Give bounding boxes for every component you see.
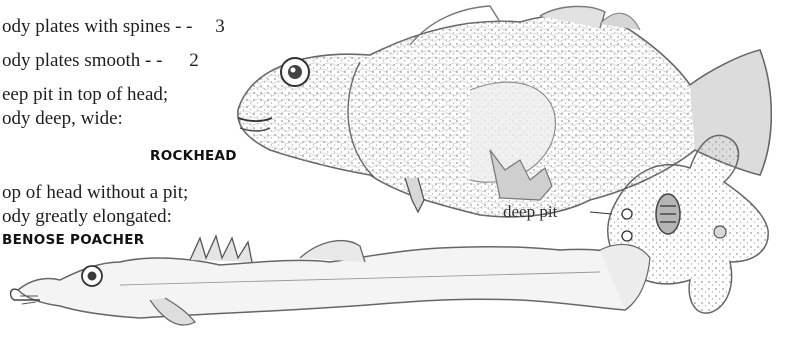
key-item-nopit-line2: ody greatly elongated: [2,206,172,228]
key-item-nopit-line1: op of head without a pit; [2,182,188,204]
key-item-pit-line2: ody deep, wide: [2,108,123,130]
key-item-smooth: ody plates smooth - - 2 [2,50,199,72]
key-item-pit-line1: eep pit in top of head; [2,84,168,106]
key-item-spines-ref: 3 [215,16,225,37]
key-item-smooth-text: ody plates smooth - - [2,50,162,71]
key-item-smooth-ref: 2 [189,50,199,71]
rockhead-name: ROCKHEAD [150,148,237,164]
key-item-spines-text: ody plates with spines - - [2,16,193,37]
poacher-name: BENOSE POACHER [2,232,144,248]
poacher-illustration [11,236,650,325]
deep-pit-label-text: deep pit [503,202,557,221]
deep-pit-pointer [590,212,612,214]
deep-pit-label: deep pit [503,202,557,222]
key-item-spines: ody plates with spines - - 3 [2,16,225,38]
